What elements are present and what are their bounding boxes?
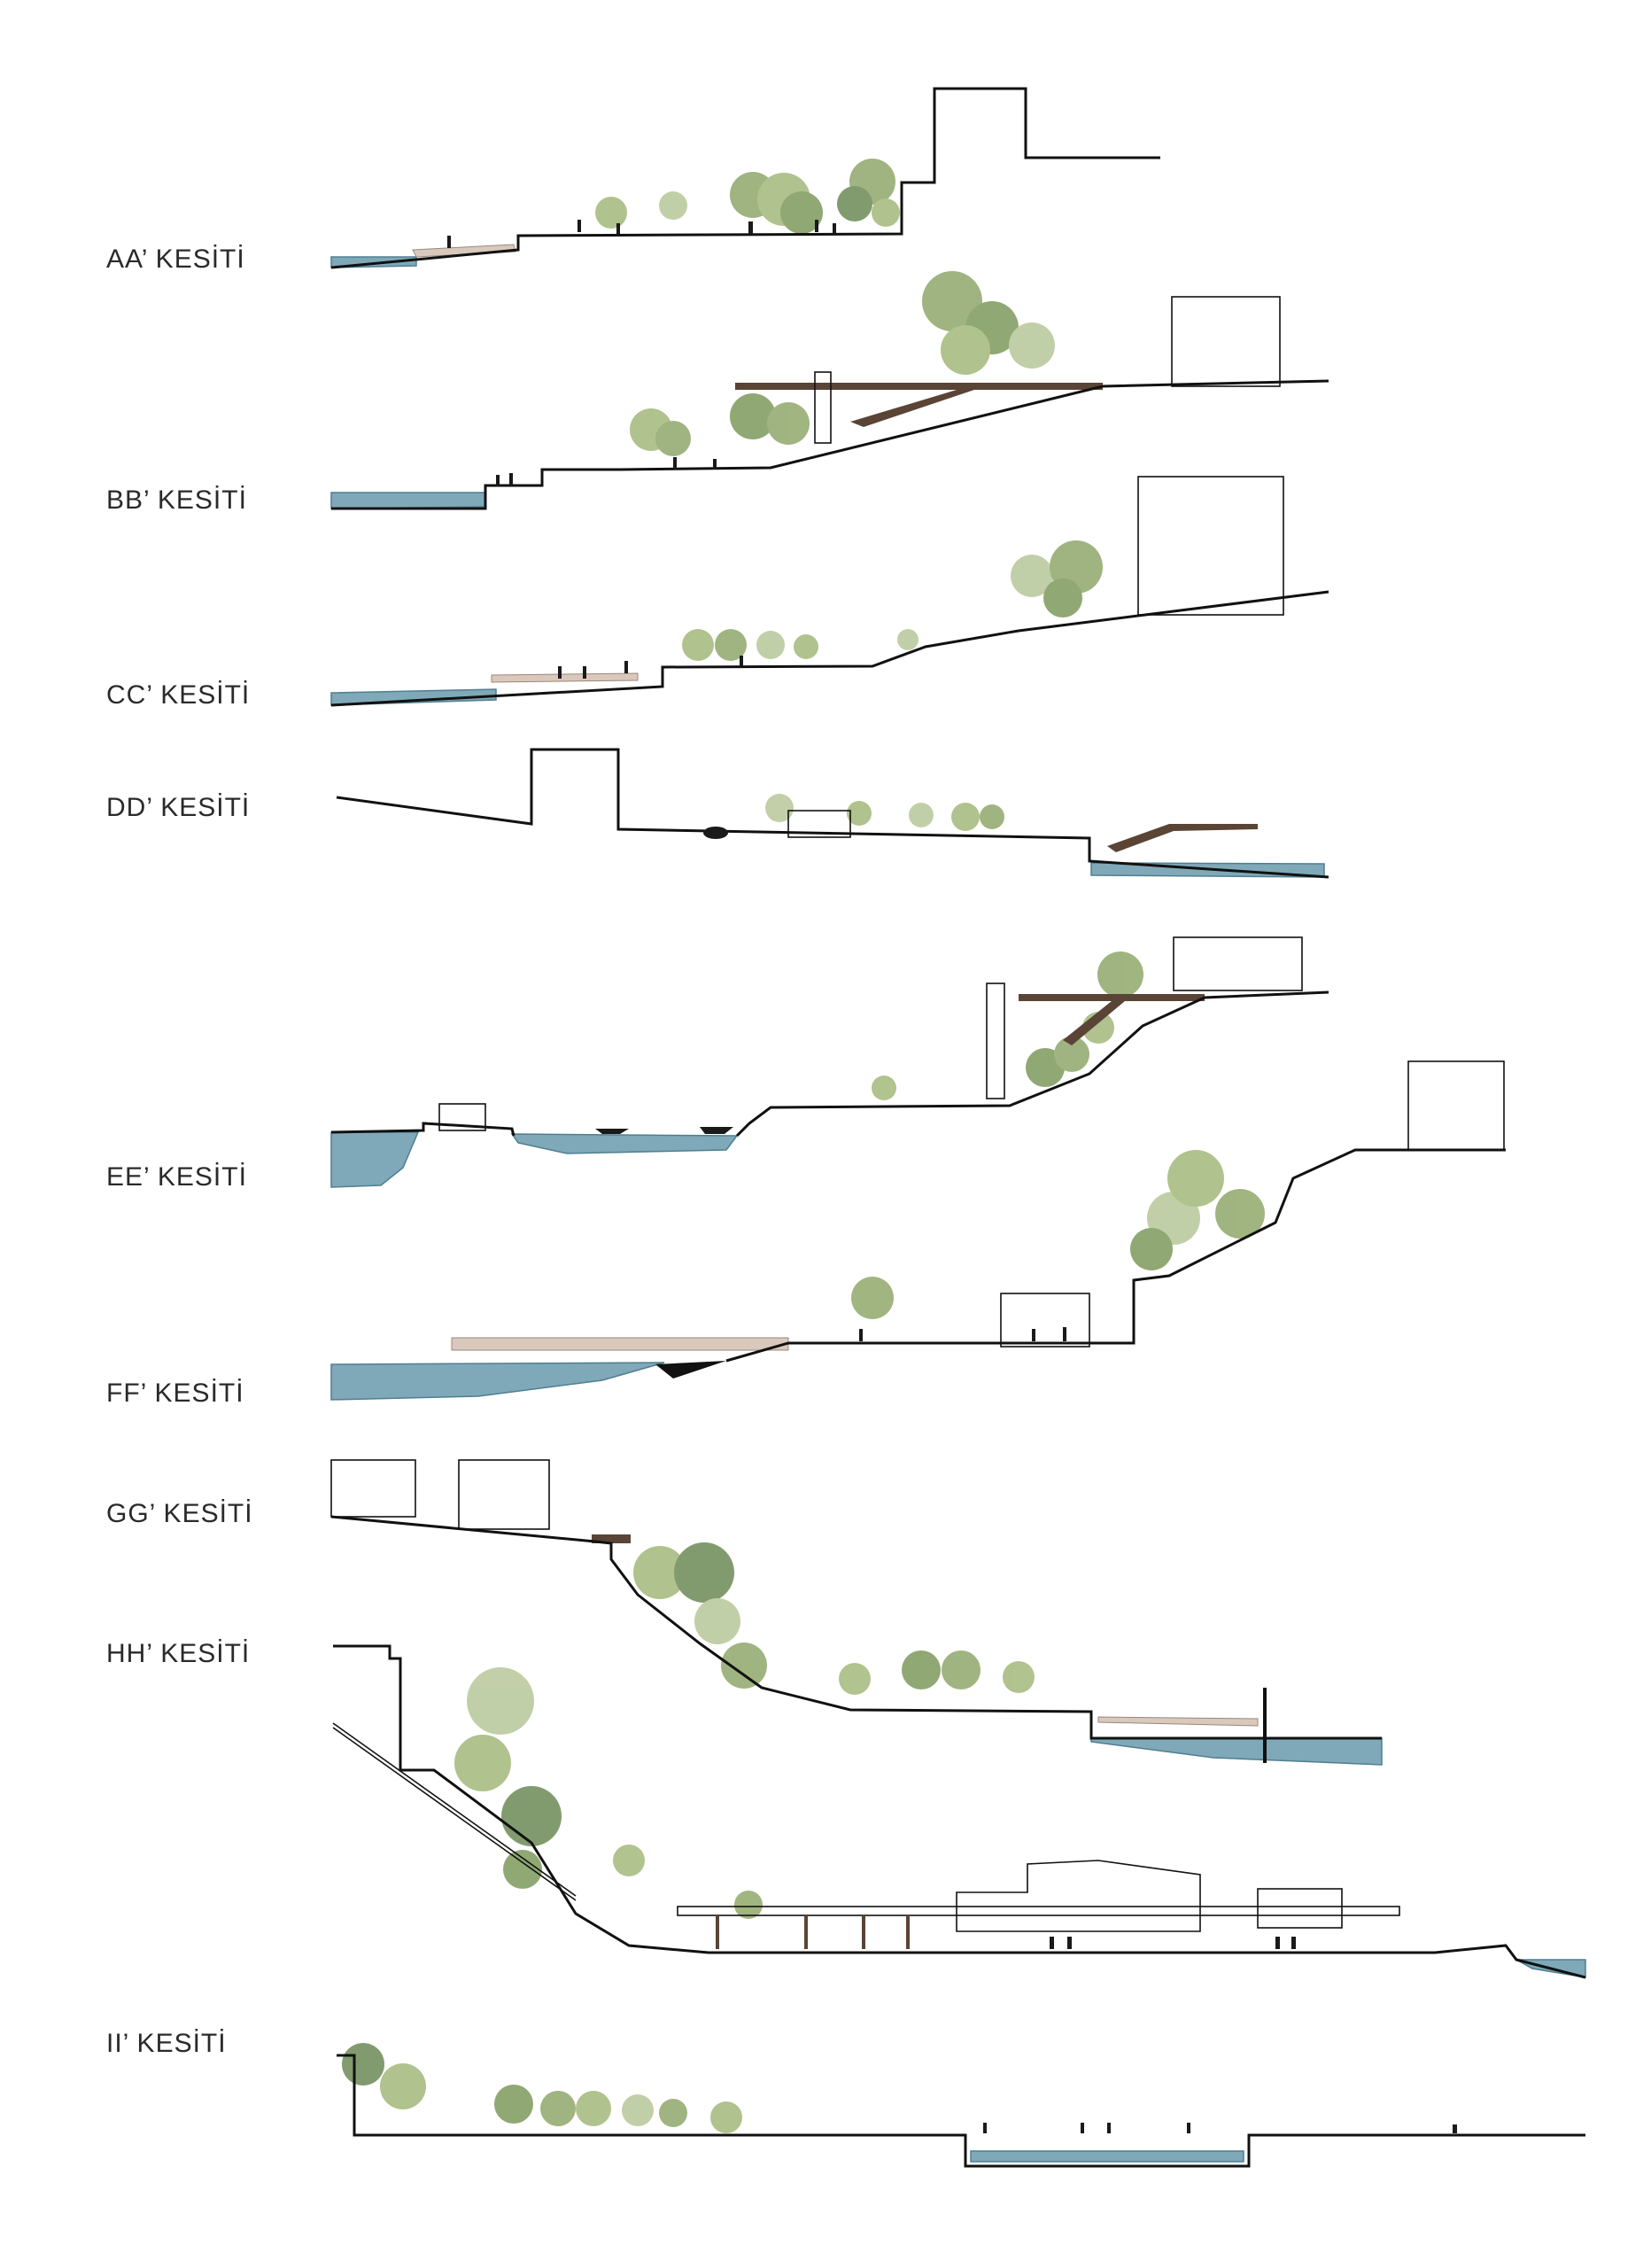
- section-label-bb: BB’ KESİTİ: [106, 485, 247, 515]
- section-ii-people: [983, 2123, 1457, 2133]
- section-ff-people: [859, 1327, 1066, 1341]
- section-ff-pavilion: [1000, 1293, 1090, 1348]
- section-cc-ground: [330, 590, 1329, 707]
- section-label-hh: HH’ KESİTİ: [106, 1639, 251, 1668]
- section-cc-deck: [491, 672, 639, 683]
- section-dd-car: [703, 827, 728, 839]
- section-gg-deck: [1097, 1716, 1259, 1727]
- section-ff-drawing: [330, 1060, 1506, 1401]
- section-aa-people: [447, 220, 836, 248]
- section-ff-trees: [851, 1150, 1265, 1319]
- section-ee-boats: [595, 1127, 733, 1134]
- section-ee-ground: [330, 990, 1329, 1138]
- section-bb-trees: [630, 271, 1055, 456]
- section-bb-building: [1171, 296, 1281, 387]
- section-hh-ground: [333, 1644, 1586, 1979]
- section-hh-canopy: [677, 1906, 1400, 1916]
- section-dd-pavilion: [787, 810, 851, 838]
- section-hh-drawing: [332, 1644, 1586, 1979]
- section-label-ii: II’ KESİTİ: [106, 2029, 227, 2058]
- section-bb-water: [330, 492, 486, 509]
- section-ee-water-left: [330, 1131, 420, 1188]
- section-dd-deck: [1107, 824, 1258, 852]
- section-cc-people: [558, 656, 743, 679]
- section-hh-box: [1257, 1888, 1343, 1929]
- section-aa-deck: [412, 244, 516, 258]
- section-cc-drawing: [330, 476, 1329, 707]
- section-ff-deck: [451, 1337, 789, 1351]
- section-ff-water: [330, 1362, 665, 1401]
- section-hh-roof: [956, 1860, 1201, 1932]
- section-ff-dark-wedge: [655, 1361, 726, 1379]
- section-bb-drawing: [330, 271, 1329, 510]
- section-gg-ground: [330, 1515, 1382, 1740]
- section-ee-water-canal: [510, 1133, 739, 1154]
- section-ee-tower: [986, 983, 1005, 1099]
- section-gg-water: [1090, 1737, 1383, 1766]
- section-gg-drawing: [330, 1459, 1383, 1766]
- section-ee-drawing: [330, 936, 1329, 1188]
- section-ii-ground: [337, 2054, 1585, 2168]
- section-bb-ground: [331, 379, 1329, 510]
- section-ii-pool: [970, 2150, 1244, 2163]
- section-dd-ground: [336, 748, 1329, 879]
- section-hh-people: [1050, 1937, 1296, 1949]
- section-label-ff: FF’ KESİTİ: [106, 1379, 244, 1408]
- section-aa-trees: [595, 159, 900, 234]
- section-ee-kiosk: [438, 1103, 486, 1131]
- section-dd-trees: [765, 794, 1004, 831]
- section-cc-building: [1137, 476, 1284, 616]
- section-bb-people: [496, 457, 717, 485]
- section-dd-drawing: [336, 748, 1329, 879]
- section-aa-drawing: [330, 87, 1160, 269]
- section-ff-building: [1407, 1060, 1505, 1151]
- section-ff-ground: [725, 1148, 1506, 1363]
- section-cc-water: [330, 688, 497, 706]
- section-gg-building-1: [330, 1459, 416, 1518]
- section-label-cc: CC’ KESİTİ: [106, 680, 251, 710]
- section-label-ee: EE’ KESİTİ: [106, 1162, 247, 1192]
- section-cc-trees: [682, 540, 1103, 661]
- section-bb-bridge: [735, 383, 1103, 427]
- section-label-dd: DD’ KESİTİ: [106, 793, 251, 822]
- section-hh-trees: [454, 1667, 763, 1919]
- section-label-aa: AA’ KESİTİ: [106, 245, 245, 274]
- section-label-gg: GG’ KESİTİ: [106, 1499, 253, 1528]
- section-gg-trees: [633, 1542, 1035, 1695]
- section-hh-columns: [716, 1915, 910, 1949]
- section-ii-drawing: [337, 2043, 1585, 2168]
- section-ee-bridge: [1019, 994, 1205, 1045]
- section-ii-trees: [342, 2043, 742, 2133]
- section-bb-tower: [814, 371, 832, 444]
- section-aa-ground: [330, 87, 1160, 269]
- section-gg-building-2: [458, 1459, 550, 1530]
- section-hh-rail: [332, 1722, 577, 1901]
- section-ee-building-top: [1173, 936, 1303, 991]
- section-ee-trees: [872, 951, 1143, 1100]
